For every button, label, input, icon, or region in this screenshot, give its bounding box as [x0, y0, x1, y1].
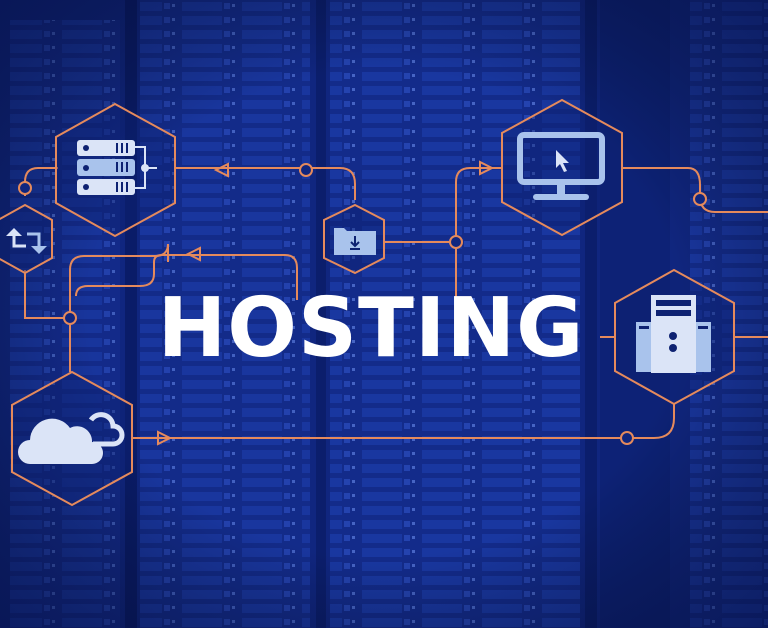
- connector-line: [75, 254, 298, 300]
- monitor-cursor-icon: [517, 132, 605, 200]
- arrow-left-icon: [213, 162, 229, 178]
- connector-line: [175, 167, 356, 200]
- junction-node: [449, 235, 463, 249]
- junction-node: [63, 311, 77, 325]
- connector-line: [622, 167, 768, 213]
- server-stack-icon: [77, 140, 157, 195]
- arrow-right-icon: [157, 430, 173, 446]
- connector-line: [632, 404, 675, 439]
- hexagon-frame-transfer: [0, 203, 53, 275]
- folder-download-icon: [334, 228, 376, 255]
- junction-node: [620, 431, 634, 445]
- server-tower-icon: [636, 295, 711, 373]
- connector-line: [24, 270, 70, 319]
- arrow-right-icon: [479, 160, 495, 176]
- cloud-icon: [18, 412, 125, 464]
- swap-arrows-icon: [6, 228, 47, 254]
- arrow-left-icon: [185, 246, 201, 262]
- headline-hosting: HOSTING: [157, 281, 585, 376]
- connector-line: [455, 167, 502, 242]
- junction-node: [18, 181, 32, 195]
- connector-line: [69, 243, 169, 318]
- junction-node: [693, 192, 707, 206]
- junction-node: [299, 163, 313, 177]
